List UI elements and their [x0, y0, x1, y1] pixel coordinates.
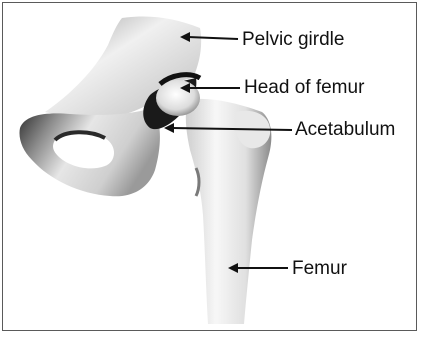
- label-head-of-femur: Head of femur: [244, 78, 364, 97]
- label-acetabulum: Acetabulum: [295, 120, 395, 139]
- femur-head-shape: [156, 80, 200, 116]
- label-pelvic-girdle: Pelvic girdle: [242, 30, 344, 49]
- label-femur: Femur: [292, 259, 347, 278]
